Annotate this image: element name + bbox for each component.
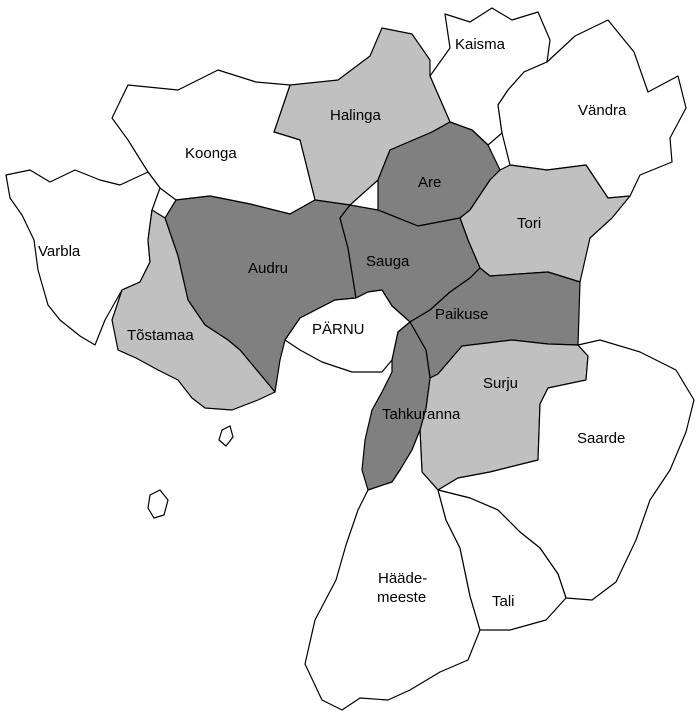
label-halinga: Halinga <box>330 107 382 124</box>
label-parnu: PÄRNU <box>312 321 365 338</box>
label-tahkuranna: Tahkuranna <box>382 406 461 423</box>
region-halinga[interactable] <box>273 27 451 206</box>
label-vandra: Vändra <box>578 102 627 119</box>
region-haademeeste[interactable] <box>304 429 481 711</box>
region-vandra[interactable] <box>497 19 687 199</box>
label-kaisma: Kaisma <box>455 36 506 53</box>
label-varbla: Varbla <box>38 243 81 260</box>
label-saarde: Saarde <box>577 430 625 447</box>
label-tostamaa: Tõstamaa <box>127 327 194 344</box>
label-paikuse: Paikuse <box>435 306 488 323</box>
label-tali: Tali <box>492 593 515 610</box>
island-mid <box>218 425 234 447</box>
region-tali[interactable] <box>437 489 567 631</box>
label-koonga: Koonga <box>185 145 237 162</box>
region-tostamaa[interactable] <box>111 209 276 411</box>
label-audru: Audru <box>248 260 288 277</box>
label-are: Are <box>418 174 441 191</box>
label-haademeeste-line2: meeste <box>377 589 426 606</box>
island-west <box>147 489 169 519</box>
label-sauga: Sauga <box>366 253 410 270</box>
label-surju: Surju <box>483 375 518 392</box>
label-tori: Tori <box>517 215 541 232</box>
label-haademeeste-line1: Hääde- <box>378 570 427 587</box>
